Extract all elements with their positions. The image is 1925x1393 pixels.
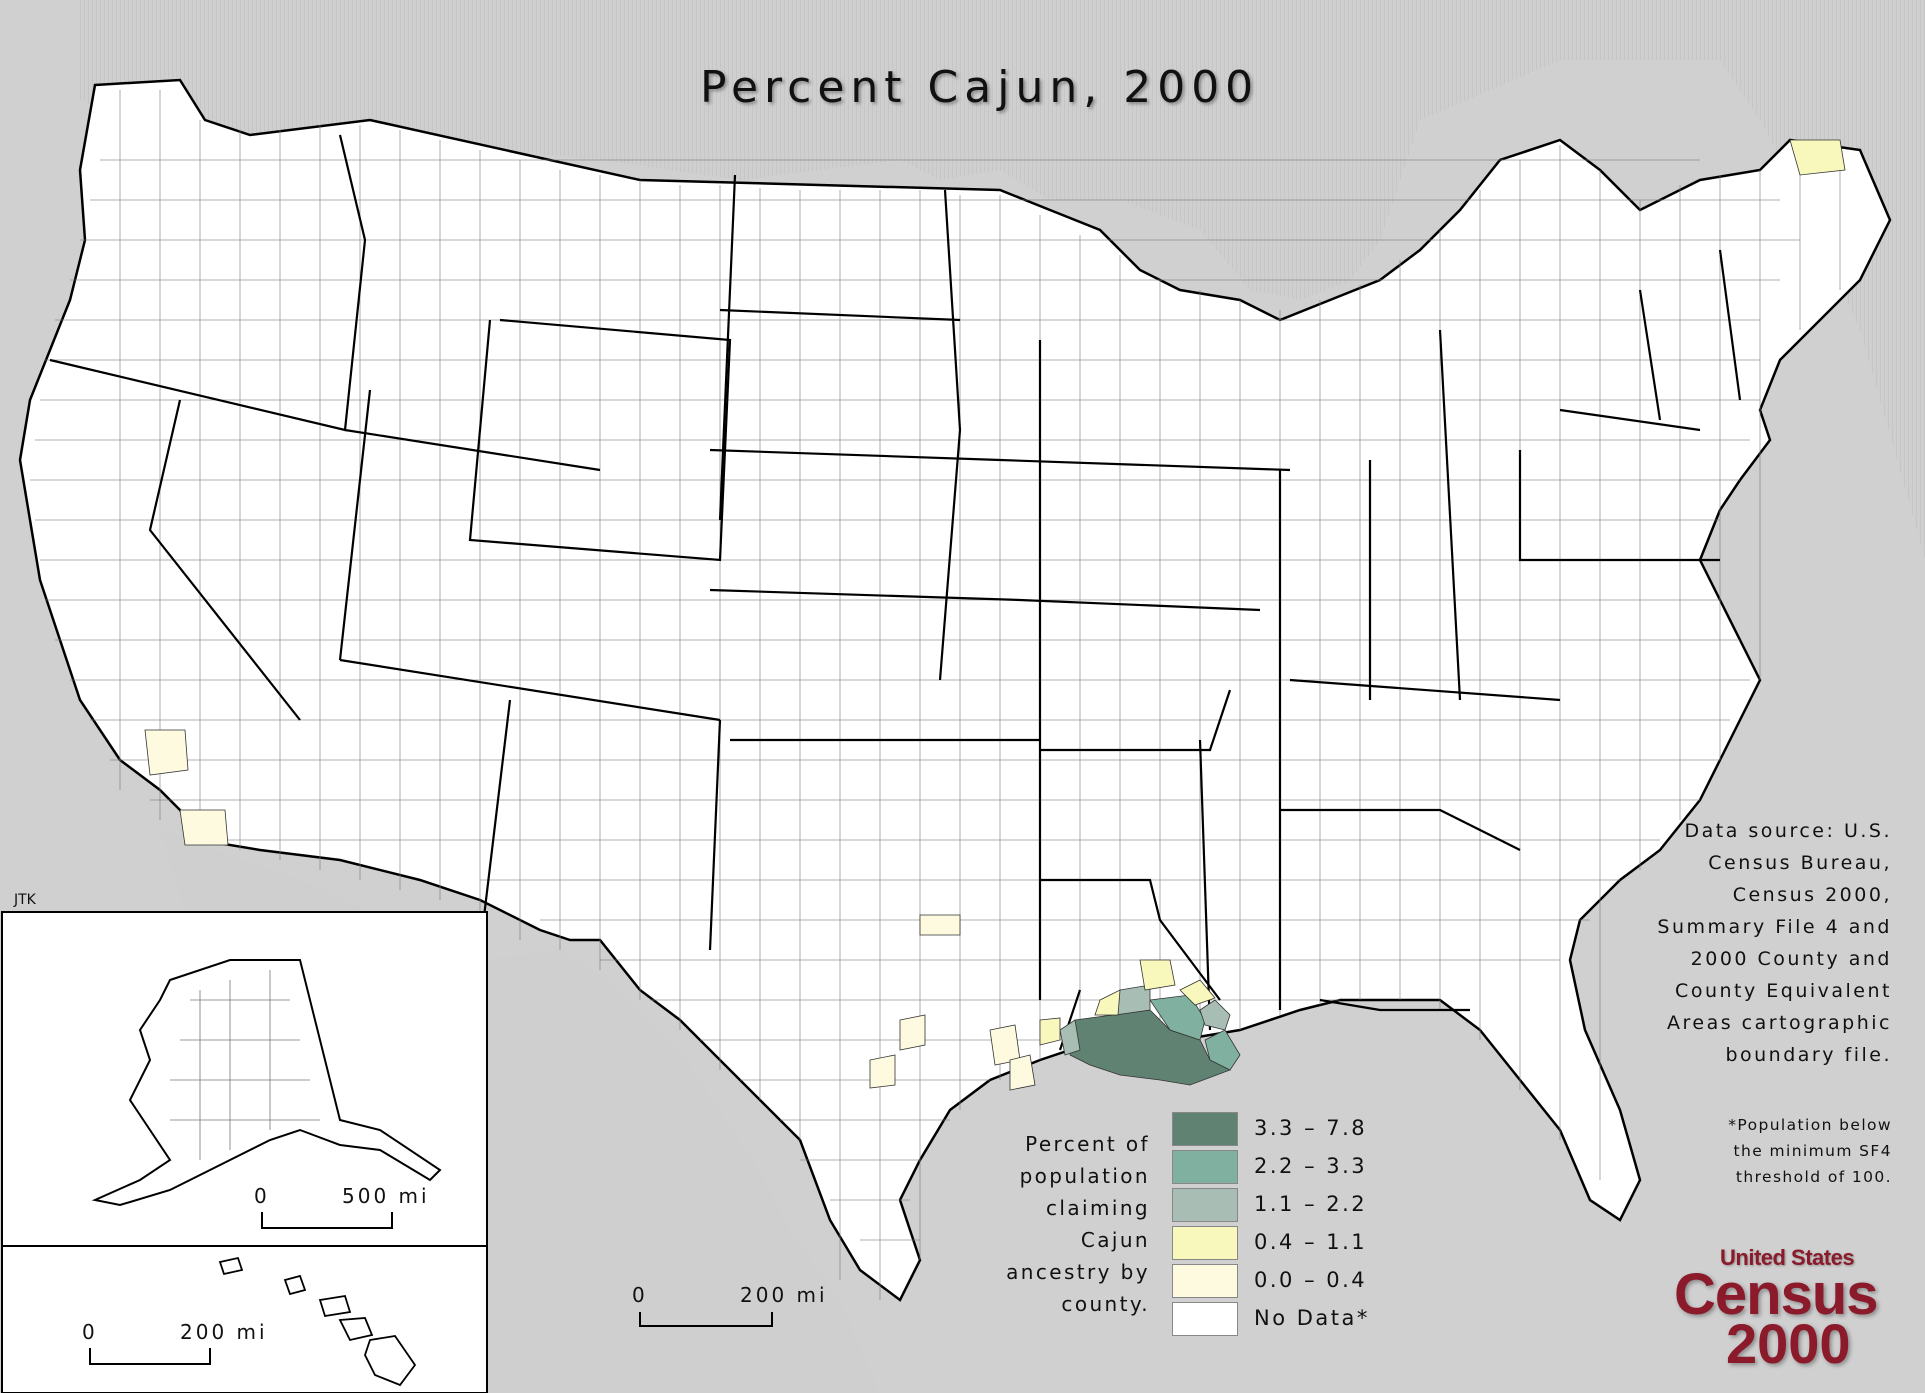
map-title: Percent Cajun, 2000 [700, 62, 1260, 113]
scale-alaska-zero: 0 [254, 1184, 270, 1208]
legend-title-line: Cajun [1080, 1228, 1150, 1252]
scale-bar-main [639, 1312, 773, 1327]
legend-swatch [1172, 1302, 1238, 1336]
scale-bar-hawaii [89, 1348, 211, 1365]
legend-swatch [1172, 1226, 1238, 1260]
legend-title-line: county. [1061, 1292, 1150, 1316]
cajun-choropleth [144, 139, 1846, 1091]
legend-swatch [1172, 1188, 1238, 1222]
scale-main-zero: 0 [632, 1283, 648, 1307]
legend-label: 1.1 – 2.2 [1254, 1192, 1368, 1216]
source-line: County Equivalent [1675, 980, 1892, 1002]
data-source-note: Data source: U.S. Census Bureau, Census … [1600, 815, 1892, 1071]
legend-item: 2.2 – 3.3 [1172, 1148, 1412, 1186]
population-footnote: *Population below the minimum SF4 thresh… [1640, 1112, 1892, 1190]
author-credit: JTK [14, 892, 36, 908]
logo-census: Census [1674, 1262, 1879, 1327]
legend-item: 0.0 – 0.4 [1172, 1262, 1412, 1300]
legend-item: 3.3 – 7.8 [1172, 1110, 1412, 1148]
contiguous-us-land [18, 78, 1892, 1302]
legend-item: 0.4 – 1.1 [1172, 1224, 1412, 1262]
legend-label: 0.0 – 0.4 [1254, 1268, 1368, 1292]
scale-hawaii-distance: 200 mi [180, 1320, 268, 1344]
legend-title: Percent of population claiming Cajun anc… [980, 1128, 1150, 1320]
source-line: Census 2000, [1732, 884, 1892, 906]
legend: 3.3 – 7.8 2.2 – 3.3 1.1 – 2.2 0.4 – 1.1 … [1172, 1110, 1412, 1338]
source-line: Areas cartographic [1667, 1012, 1892, 1034]
logo-united-states: United States [1720, 1245, 1855, 1270]
legend-title-line: claiming [1046, 1196, 1150, 1220]
scale-hawaii-zero: 0 [82, 1320, 98, 1344]
legend-swatch [1172, 1264, 1238, 1298]
logo-year: 2000 [1726, 1312, 1851, 1375]
source-line: Data source: U.S. [1684, 820, 1892, 842]
footnote-line: *Population below [1728, 1116, 1892, 1134]
canada-region [80, 0, 1925, 560]
legend-title-line: population [1019, 1164, 1150, 1188]
scale-alaska-distance: 500 mi [342, 1184, 430, 1208]
legend-label: 0.4 – 1.1 [1254, 1230, 1368, 1254]
source-line: boundary file. [1725, 1044, 1892, 1066]
legend-swatch [1172, 1112, 1238, 1146]
legend-label: 3.3 – 7.8 [1254, 1116, 1368, 1140]
footnote-line: threshold of 100. [1735, 1168, 1892, 1186]
legend-label: 2.2 – 3.3 [1254, 1154, 1368, 1178]
state-borders [49, 134, 1742, 1051]
source-line: Summary File 4 and [1657, 916, 1892, 938]
source-line: Census Bureau, [1708, 852, 1892, 874]
census-2000-logo: United States Census 2000 [1670, 1245, 1890, 1375]
scale-bar-alaska [261, 1212, 393, 1229]
legend-item: 1.1 – 2.2 [1172, 1186, 1412, 1224]
legend-swatch [1172, 1150, 1238, 1184]
legend-item: No Data* [1172, 1300, 1412, 1338]
legend-label: No Data* [1254, 1306, 1370, 1330]
source-line: 2000 County and [1690, 948, 1892, 970]
footnote-line: the minimum SF4 [1733, 1142, 1892, 1160]
legend-title-line: ancestry by [1006, 1260, 1150, 1284]
scale-main-distance: 200 mi [740, 1283, 828, 1307]
alaska-inset [1, 911, 488, 1247]
legend-title-line: Percent of [1025, 1132, 1150, 1156]
hawaii-inset [1, 1245, 488, 1393]
